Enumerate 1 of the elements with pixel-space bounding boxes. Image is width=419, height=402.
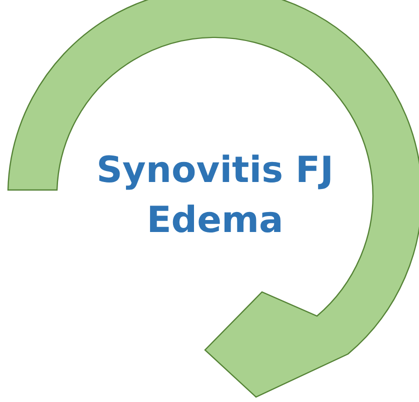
center-text: Synovitis FJ Edema (95, 149, 335, 243)
